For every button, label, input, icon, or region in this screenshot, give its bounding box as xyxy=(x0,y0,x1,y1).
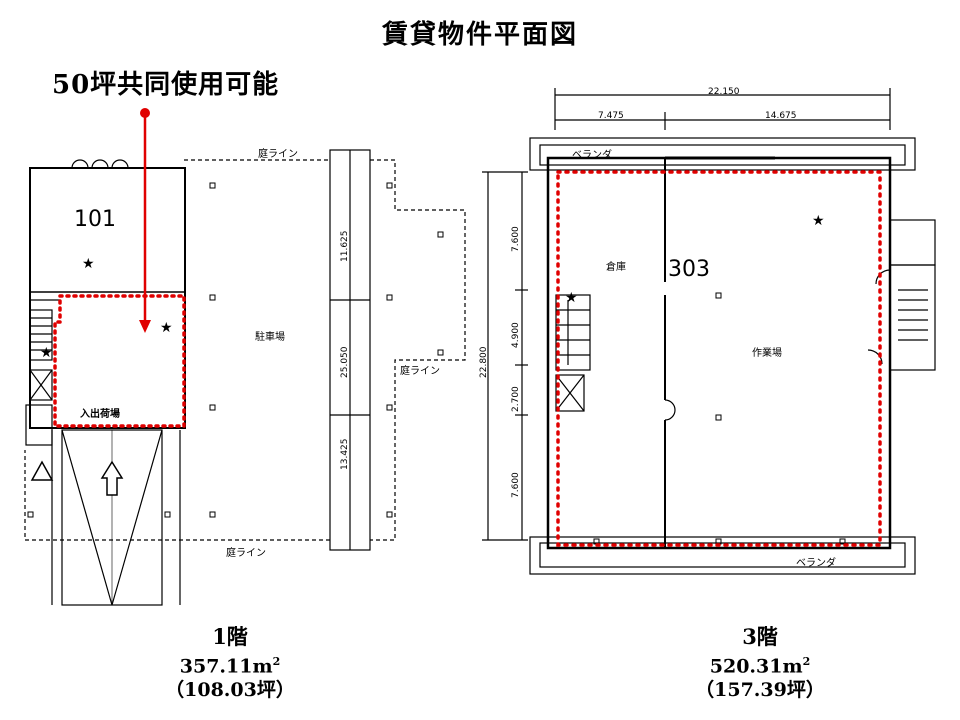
shared-area-highlight-1 xyxy=(53,294,186,428)
ramp-arrow xyxy=(100,460,124,496)
star-marker: ★ xyxy=(812,213,825,229)
veranda-label-bottom: ベランダ xyxy=(796,556,836,569)
loading-area-label: 入出荷場 xyxy=(80,407,120,420)
dim-label-3: 13.425 xyxy=(340,439,350,471)
dim-left-width: 7.475 xyxy=(598,111,624,121)
room-number-101: 101 xyxy=(74,207,116,232)
veranda-label-top: ベランダ xyxy=(572,148,612,161)
star-marker: ★ xyxy=(160,320,173,336)
shared-area-highlight-3 xyxy=(556,170,882,547)
entrance-triangle xyxy=(30,460,54,481)
star-marker: ★ xyxy=(565,290,578,306)
workshop-label: 作業場 xyxy=(752,346,782,359)
floor3-stairs xyxy=(555,294,591,371)
floor3-columns xyxy=(593,292,846,545)
floor3-area: 520.31m2 xyxy=(709,655,811,678)
floor3-plan xyxy=(482,88,936,575)
dim-h2: 4.900 xyxy=(511,322,521,348)
dim-label-1: 11.625 xyxy=(340,231,350,263)
warehouse-label: 倉庫 xyxy=(606,260,626,273)
yard-boundary xyxy=(24,159,466,541)
right-stairs xyxy=(889,264,936,371)
page-title: 賃貸物件平面図 xyxy=(381,20,578,50)
dim-total-height: 22.800 xyxy=(479,346,489,378)
floor1-columns xyxy=(27,182,444,518)
yard-line-label-right: 庭ライン xyxy=(400,364,440,377)
dim-total-width: 22.150 xyxy=(708,87,740,97)
top-veranda xyxy=(529,137,916,171)
dim-h3: 2.700 xyxy=(511,386,521,412)
floor1-area: 357.11m2 xyxy=(179,655,281,678)
unit-303-outline xyxy=(546,156,892,550)
bottom-veranda xyxy=(529,536,916,575)
floor3-tsubo: （157.39坪） xyxy=(695,679,825,702)
pointer-arrowhead xyxy=(139,320,151,333)
floor1-label: 1階 xyxy=(212,624,248,649)
floor1-caption: 1階 357.11m2 （108.03坪） xyxy=(150,624,310,702)
dim-right-width: 14.675 xyxy=(765,111,797,121)
shared-use-note: 50坪共同使用可能 xyxy=(52,70,280,100)
room-number-303: 303 xyxy=(668,257,710,282)
floor3-elevator xyxy=(555,374,585,412)
floor3-caption: 3階 520.31m2 （157.39坪） xyxy=(680,624,840,702)
parking-label: 駐車場 xyxy=(255,330,285,343)
dim-h1: 7.600 xyxy=(511,226,521,252)
star-marker: ★ xyxy=(40,345,53,361)
floor1-elevator xyxy=(29,369,53,401)
dim-label-2: 25.050 xyxy=(340,346,350,378)
star-marker: ★ xyxy=(82,256,95,272)
floor1-tsubo: （108.03坪） xyxy=(165,679,295,702)
yard-line-label-bottom: 庭ライン xyxy=(226,546,266,559)
floor1-stairs xyxy=(29,309,53,361)
floor3-label: 3階 xyxy=(742,624,778,649)
dim-h4: 7.600 xyxy=(511,472,521,498)
yard-line-label-top: 庭ライン xyxy=(258,147,298,160)
